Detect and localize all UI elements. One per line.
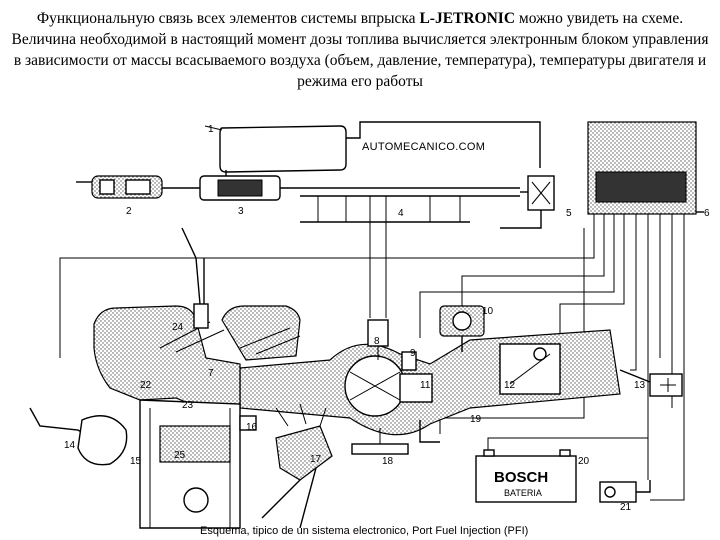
throttle-position-switch — [619, 369, 683, 397]
label-10: 10 — [482, 306, 494, 317]
fuel-pump — [76, 175, 200, 199]
ecu-wiring — [59, 214, 685, 501]
label-15: 15 — [130, 456, 142, 467]
label-13: 13 — [634, 380, 646, 391]
label-14: 14 — [64, 440, 76, 451]
label-24: 24 — [172, 322, 184, 333]
label-19: 19 — [470, 414, 482, 425]
label-5: 5 — [566, 208, 572, 219]
lambda-sensor — [181, 227, 209, 329]
fuel-rail — [300, 187, 520, 318]
injector-leads — [159, 258, 301, 355]
diagram-caption: Esquema, tipico de un sistema electronic… — [200, 525, 528, 537]
intro-system-name: L-JETRONIC — [419, 10, 516, 27]
battery — [475, 437, 648, 503]
label-7: 7 — [208, 368, 214, 379]
battery-label: BATERIA — [504, 488, 542, 498]
ecu-control-unit — [587, 121, 704, 215]
label-16: 16 — [246, 422, 258, 433]
battery-brand: BOSCH — [494, 469, 548, 486]
thermo-time-switch — [401, 351, 417, 371]
label-12: 12 — [504, 380, 516, 391]
label-4: 4 — [398, 208, 404, 219]
watermark-text: AUTOMECANICO.COM — [362, 141, 485, 153]
ignition-distributor — [261, 403, 333, 529]
fuel-filter — [199, 175, 300, 201]
fuel-tank — [204, 121, 541, 186]
intro-text-end: можно увидеть на схеме. Величина необход… — [11, 10, 709, 90]
label-20: 20 — [578, 456, 590, 467]
intro-text-start: Функциональную связь всех элементов сист… — [36, 10, 420, 27]
intro-paragraph: Функциональную связь всех элементов сист… — [8, 8, 712, 92]
label-18: 18 — [382, 456, 394, 467]
label-25: 25 — [174, 450, 186, 461]
injection-system-diagram: AUTOMECANICO.COM — [29, 121, 710, 537]
label-8: 8 — [374, 336, 380, 347]
air-flow-meter — [499, 343, 561, 395]
label-9: 9 — [410, 348, 416, 359]
pressure-regulator — [500, 175, 555, 229]
label-3: 3 — [238, 206, 244, 217]
label-22: 22 — [140, 380, 152, 391]
label-6: 6 — [704, 208, 710, 219]
label-2: 2 — [126, 206, 132, 217]
ignition-switch — [599, 480, 651, 503]
cold-start-injector — [367, 319, 389, 360]
label-21: 21 — [620, 502, 632, 513]
label-1: 1 — [208, 124, 214, 135]
relay-unit — [351, 420, 440, 455]
temperature-sensor — [29, 407, 257, 466]
label-11: 11 — [420, 380, 431, 391]
auxiliary-air-valve — [439, 305, 485, 352]
label-23: 23 — [182, 400, 194, 411]
engine-block — [93, 305, 301, 529]
label-17: 17 — [310, 454, 322, 465]
